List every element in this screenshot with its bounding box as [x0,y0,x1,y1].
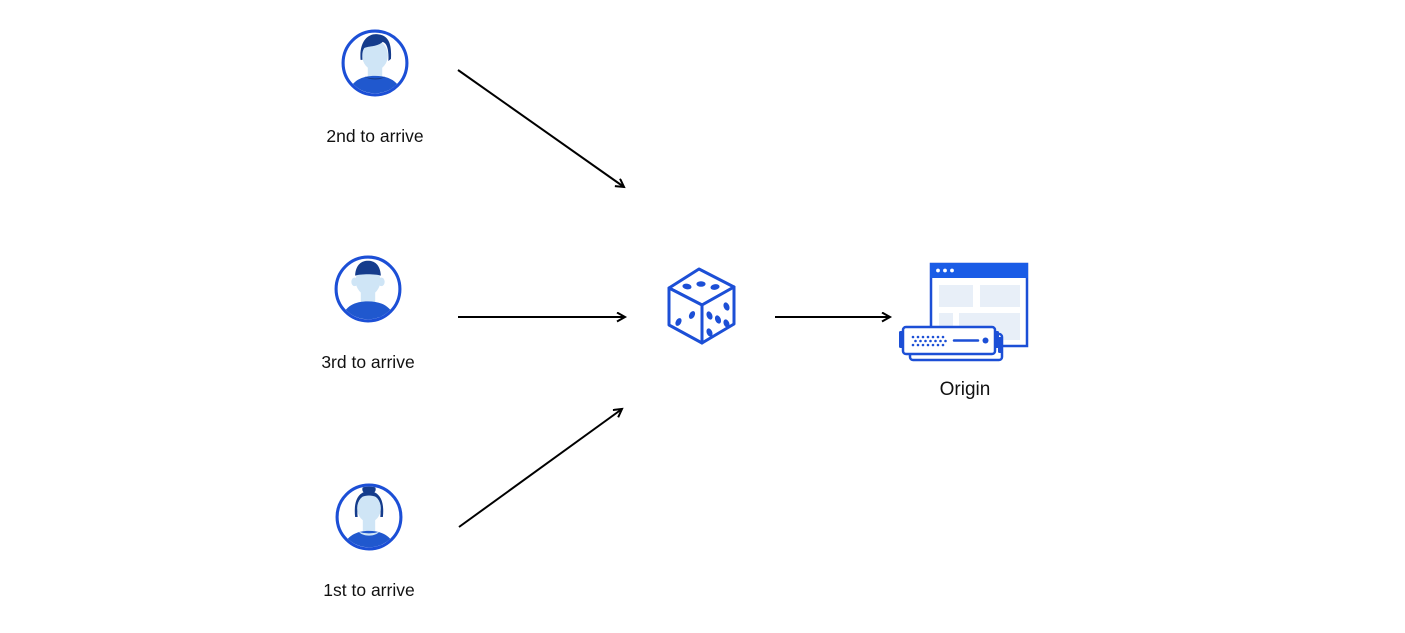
node-label-origin: Origin [939,379,991,400]
server-vent-dots [911,335,947,347]
male-avatar-icon [341,29,409,97]
male-avatar-short-hair-icon [334,255,402,323]
origin-server-icon [899,262,1029,362]
female-avatar-icon [335,483,403,551]
node-visitor-second: 2nd to arrive [300,28,450,147]
node-random-pick [666,266,738,346]
dice-icon [667,267,736,345]
node-visitor-third: 3rd to arrive [293,254,443,373]
arrow-first-to-dice [458,409,622,528]
node-visitor-first: 1st to arrive [294,482,444,601]
node-label-first: 1st to arrive [323,580,415,600]
arrow-second-to-dice [457,69,624,187]
node-origin: Origin [890,258,1040,401]
node-label-second: 2nd to arrive [326,126,424,146]
server-icon [899,325,1004,362]
node-label-third: 3rd to arrive [321,352,415,372]
